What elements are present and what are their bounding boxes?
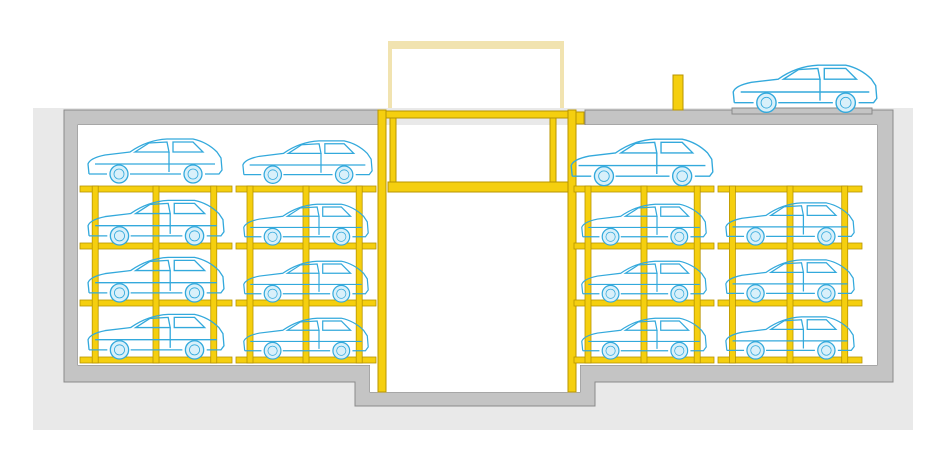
- rack-post: [355, 185, 363, 364]
- street-car: [732, 64, 878, 114]
- lifted-platform-ghost: [388, 41, 564, 108]
- rack-group-4: [717, 185, 863, 364]
- rack-group-2: [235, 185, 377, 364]
- rack-post: [91, 185, 99, 364]
- rack-post: [841, 185, 849, 364]
- pit-center-floor: [370, 360, 580, 392]
- rack-post: [210, 185, 218, 364]
- rack-post: [584, 185, 592, 364]
- rack-post: [152, 185, 160, 364]
- street-car-pallet: [731, 107, 873, 115]
- rack-post: [786, 185, 794, 364]
- lift-platform: [377, 109, 585, 393]
- rack-group-1: [79, 185, 233, 364]
- rack-post: [302, 185, 310, 364]
- rack-group-3: [573, 185, 715, 364]
- rack-post: [640, 185, 648, 364]
- rack-post: [693, 185, 701, 364]
- rack-post: [246, 185, 254, 364]
- street-bollard: [672, 74, 684, 111]
- rack-post: [729, 185, 736, 364]
